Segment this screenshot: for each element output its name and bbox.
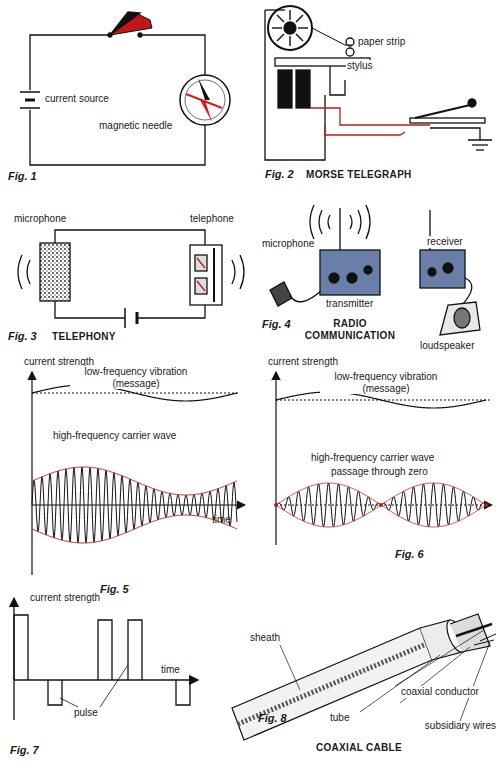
part-label: microphone — [14, 213, 66, 225]
part-label: tube — [330, 712, 349, 724]
carrier-wave — [276, 483, 486, 527]
part-label: current source — [44, 93, 110, 105]
figure-number: Fig. 6 — [395, 548, 424, 561]
part-label: loudspeaker — [420, 340, 474, 352]
figure-number: Fig. 8 — [258, 712, 287, 725]
zero-point — [379, 503, 383, 507]
axis-label: current strength — [30, 592, 100, 604]
part-label: receiver — [426, 236, 464, 248]
wave-label: low-frequency vibration (message) — [320, 371, 452, 394]
part-label: magnetic needle — [98, 120, 173, 132]
figure-number: Fig. 2 — [265, 168, 294, 181]
part-label: stylus — [346, 60, 374, 72]
figure-caption: COAXIAL CABLE — [316, 742, 402, 754]
figure-caption: TELEPHONY — [52, 331, 116, 343]
figure-number: Fig. 5 — [100, 583, 129, 596]
fig8-cable — [232, 614, 496, 740]
wave-label: high-frequency carrier wave — [310, 452, 435, 464]
zero-point — [484, 503, 488, 507]
part-label: sheath — [250, 632, 280, 644]
part-label: subsidiary wires — [425, 720, 496, 732]
envelope-line — [276, 483, 486, 527]
figure-caption: RADIO COMMUNICATION — [300, 318, 400, 341]
callout-label: pulse — [74, 707, 98, 719]
envelope-line — [32, 515, 237, 543]
part-label: paper strip — [358, 36, 405, 48]
part-label: telephone — [190, 213, 234, 225]
zero-point — [274, 503, 278, 507]
fig1-circuit — [20, 12, 230, 165]
axis-label: current strength — [268, 356, 338, 368]
envelope-line — [32, 467, 237, 495]
axis-label: time — [212, 514, 231, 526]
message-wave — [276, 392, 486, 408]
waveforms — [32, 385, 488, 543]
wave-axes — [32, 372, 492, 575]
fig4-radio — [270, 205, 480, 335]
figure-number: Fig. 7 — [10, 744, 39, 757]
wave-label: passage through zero — [330, 466, 429, 478]
fig2-telegraph — [265, 6, 492, 160]
figure-number: Fig. 1 — [8, 170, 37, 183]
wave-label: high-frequency carrier wave — [52, 430, 177, 442]
part-label: microphone — [262, 238, 314, 250]
carrier-wave — [32, 467, 237, 543]
fig3-telephony — [18, 230, 244, 328]
figure-caption: MORSE TELEGRAPH — [306, 169, 412, 181]
wave-label: low-frequency vibration (message) — [70, 366, 202, 389]
part-label: coaxial conductor — [400, 686, 480, 698]
axis-label: time — [160, 664, 181, 676]
envelope-line — [276, 483, 486, 527]
part-label: transmitter — [326, 298, 373, 310]
figure-number: Fig. 4 — [262, 318, 291, 331]
fig7-pulses — [14, 598, 198, 720]
figure-number: Fig. 3 — [8, 330, 37, 343]
